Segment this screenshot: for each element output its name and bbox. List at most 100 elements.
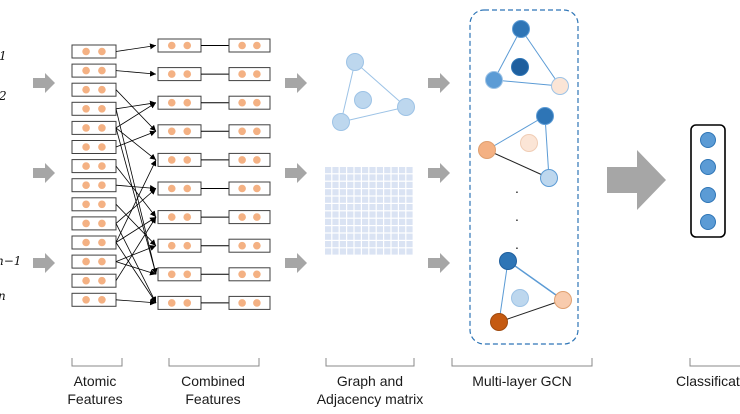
matrix-cell <box>391 226 398 233</box>
matrix-cell <box>376 226 383 233</box>
feature-box-frame <box>228 152 271 167</box>
feature-dot <box>82 181 90 189</box>
matrix-cell <box>347 204 354 211</box>
atomic-feature-box <box>71 273 117 288</box>
matrix-cell <box>399 167 406 174</box>
feature-dot <box>82 296 90 304</box>
matrix-cell <box>376 211 383 218</box>
combined-feature-box <box>228 181 271 196</box>
graph-node <box>332 113 350 131</box>
link-arrow <box>115 108 158 275</box>
feature-dot <box>98 238 106 247</box>
feature-box-frame <box>71 273 117 288</box>
atomic-feature-box <box>71 197 117 212</box>
atomic-features-column <box>71 44 117 307</box>
atomic-feature-box <box>71 101 117 116</box>
combined-feature-box <box>157 238 202 253</box>
matrix-cell <box>406 248 413 255</box>
matrix-cell <box>384 226 391 233</box>
matrix-cell <box>376 204 383 211</box>
matrix-cell <box>391 196 398 203</box>
feature-dot <box>238 299 246 307</box>
feature-dot <box>253 156 261 164</box>
link-arrow <box>115 299 157 306</box>
matrix-cell <box>406 226 413 233</box>
feature-dot <box>183 241 192 250</box>
matrix-cell <box>362 211 369 218</box>
feature-dot <box>238 213 246 221</box>
classifier-node <box>700 159 716 175</box>
matrix-cell <box>391 233 398 240</box>
matrix-cell <box>384 248 391 255</box>
gcn-node <box>485 71 503 89</box>
link-arrow <box>115 159 157 243</box>
gcn-node <box>511 289 529 307</box>
matrix-cell <box>362 226 369 233</box>
matrix-cell <box>354 226 361 233</box>
feature-dot <box>253 184 261 193</box>
matrix-cell <box>369 233 376 240</box>
atomic-feature-box <box>71 254 117 269</box>
atomic-feature-box <box>71 140 117 154</box>
combined-feature-box <box>228 210 271 225</box>
matrix-cell <box>332 181 339 188</box>
combined-feature-box <box>228 152 271 167</box>
row-label-last: n <box>0 289 6 303</box>
matrix-cell <box>347 226 354 233</box>
matrix-cell <box>399 189 406 196</box>
matrix-cell <box>332 233 339 240</box>
feature-box-frame <box>71 254 117 269</box>
matrix-cell <box>347 233 354 240</box>
matrix-cell <box>399 211 406 218</box>
matrix-cell <box>325 189 332 196</box>
atomic-feature-box <box>71 216 117 231</box>
feature-dot <box>238 41 246 50</box>
right-arrow-icon <box>285 253 307 273</box>
feature-dot <box>82 238 90 247</box>
matrix-cell <box>347 174 354 181</box>
to-graph-arrows <box>285 73 307 273</box>
feature-dot <box>82 105 90 113</box>
matrix-cell <box>399 204 406 211</box>
matrix-cell <box>362 174 369 181</box>
link-arrow <box>115 127 157 161</box>
link-arrow <box>115 261 157 276</box>
matrix-cell <box>347 211 354 218</box>
classifier-node <box>700 132 716 148</box>
feature-box-frame <box>71 82 117 97</box>
feature-box-frame <box>71 159 117 174</box>
matrix-cell <box>325 204 332 211</box>
matrix-cell <box>332 248 339 255</box>
matrix-cell <box>354 181 361 188</box>
matrix-cell <box>354 189 361 196</box>
matrix-cell <box>369 226 376 233</box>
atomic-feature-box <box>71 63 117 78</box>
feature-box-frame <box>157 238 202 253</box>
feature-dot <box>167 156 176 164</box>
combined-feature-box <box>228 38 271 53</box>
right-arrow-icon <box>285 163 307 183</box>
matrix-cell <box>384 241 391 248</box>
gcn-node <box>554 291 572 309</box>
feature-box-frame <box>228 295 271 310</box>
link-arrow <box>115 130 157 148</box>
combined-feature-box <box>228 124 271 139</box>
link-arrow <box>115 100 157 110</box>
feature-dot <box>253 213 261 221</box>
right-arrow-icon <box>428 253 450 273</box>
feature-dot <box>98 276 106 285</box>
matrix-cell <box>369 189 376 196</box>
matrix-cell <box>406 204 413 211</box>
combined-feature-box <box>228 67 271 82</box>
link-arrow <box>115 102 157 129</box>
matrix-cell <box>332 226 339 233</box>
matrix-cell <box>325 211 332 218</box>
matrix-cell <box>391 181 398 188</box>
to-gcn-arrows <box>428 73 450 273</box>
right-arrow-icon <box>33 163 55 183</box>
matrix-cell <box>339 211 346 218</box>
classifier-box <box>690 124 726 238</box>
matrix-cell <box>362 196 369 203</box>
combined-feature-box <box>228 238 271 253</box>
matrix-cell <box>339 233 346 240</box>
